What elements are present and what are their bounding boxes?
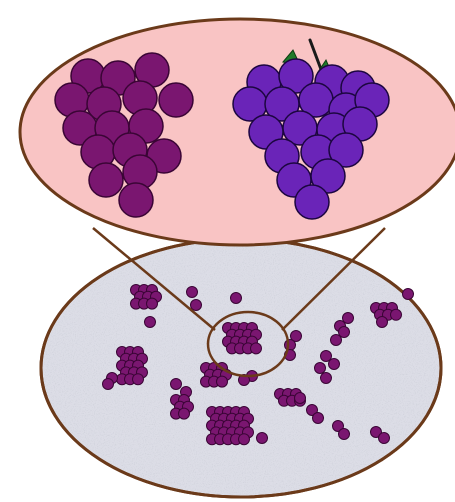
colony-cell bbox=[239, 434, 250, 445]
colony-cell bbox=[217, 376, 228, 387]
colony-cell bbox=[285, 340, 296, 351]
colony-cell bbox=[231, 293, 242, 304]
colony-cell bbox=[313, 413, 324, 424]
colony-cell bbox=[379, 433, 390, 444]
colony-cell bbox=[187, 287, 198, 298]
colony-cell bbox=[391, 309, 402, 320]
grape-berry bbox=[295, 185, 329, 219]
coccus-cell bbox=[159, 83, 193, 117]
coccus-cell bbox=[89, 163, 123, 197]
colony-cell bbox=[403, 289, 414, 300]
plate-texture bbox=[43, 241, 439, 495]
colony-cell bbox=[179, 408, 190, 419]
colony-cell bbox=[147, 298, 158, 309]
colony-cell bbox=[257, 433, 268, 444]
colony-cell bbox=[343, 313, 354, 324]
colony-cell bbox=[321, 373, 332, 384]
colony-cell bbox=[329, 359, 340, 370]
colony-cell bbox=[251, 343, 262, 354]
colony-cell bbox=[171, 379, 182, 390]
colony-cell bbox=[315, 363, 326, 374]
culture-plate bbox=[41, 239, 441, 497]
colony-cell bbox=[191, 300, 202, 311]
colony-cell bbox=[145, 317, 156, 328]
colony-cell bbox=[103, 379, 114, 390]
colony-cell bbox=[331, 335, 342, 346]
colony-cell bbox=[295, 393, 306, 404]
coccus-cell bbox=[119, 183, 153, 217]
colony-cell bbox=[377, 317, 388, 328]
colony-cell bbox=[339, 429, 350, 440]
colony-cell bbox=[133, 374, 144, 385]
